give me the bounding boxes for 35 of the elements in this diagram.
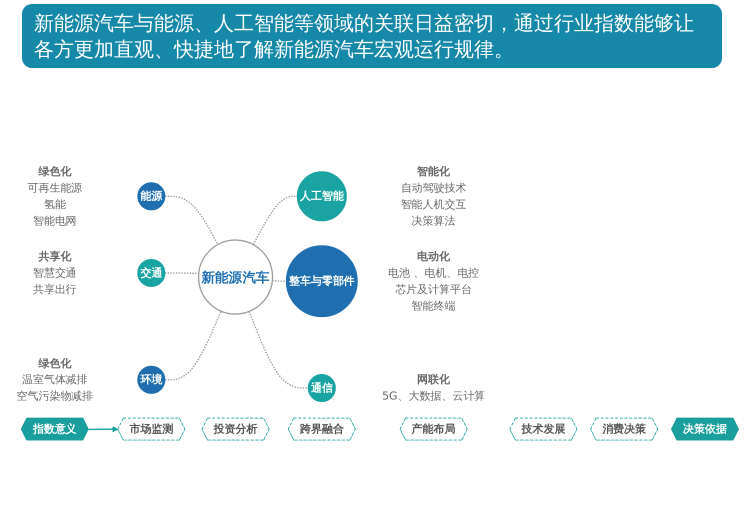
node-label: 氢能 xyxy=(44,198,66,211)
arrow xyxy=(88,426,118,432)
node-label: 芯片及计算平台 xyxy=(395,282,472,296)
node-circle: 能源 xyxy=(137,182,166,210)
node-label: 电池 、电机、电控 xyxy=(388,266,480,280)
node-circle: 通信 xyxy=(308,374,336,402)
node-label: 智能终端 xyxy=(412,299,456,312)
node-label: 共享化 xyxy=(38,250,72,263)
connector xyxy=(248,311,308,389)
node-circle: 整车与零部件 xyxy=(286,245,358,318)
node-label: 共享出行 xyxy=(32,282,77,296)
node-label: 智能人机交互 xyxy=(400,198,466,211)
node-label: 网联化 xyxy=(417,372,450,386)
node-label: 可再生能源 xyxy=(27,181,82,194)
connector xyxy=(272,280,286,282)
node-label: 智能化 xyxy=(417,164,450,178)
node-circle: 人工智能 xyxy=(296,171,347,222)
node-label: 空气污染物减排 xyxy=(16,389,94,402)
node-label: 智能电网 xyxy=(32,214,77,228)
title-banner: 新能源汽车与能源、人工智能等领域的关联日益密切，通过行业指数能够让各方更加直观、快捷地了解新能源汽车宏观运行规律。 xyxy=(22,4,722,68)
node-label: 温室气体减排 xyxy=(22,372,88,386)
node-label: 智慧交通 xyxy=(32,266,77,280)
connector xyxy=(165,272,199,274)
connector xyxy=(165,310,222,380)
connector xyxy=(252,196,298,245)
node-circle: 新能源汽车 xyxy=(198,239,274,315)
node-label: 绿色化 xyxy=(38,164,72,178)
node-label: 自动驾驶技术 xyxy=(400,181,466,194)
node-circle: 交通 xyxy=(137,258,166,288)
node-label: 电动化 xyxy=(417,250,450,263)
node-circle: 环境 xyxy=(137,366,166,394)
node-label: 绿色化 xyxy=(38,356,72,370)
connector xyxy=(165,196,219,245)
node-label: 5G、大数据、云计算 xyxy=(382,389,486,402)
node-label: 决策算法 xyxy=(412,214,456,228)
